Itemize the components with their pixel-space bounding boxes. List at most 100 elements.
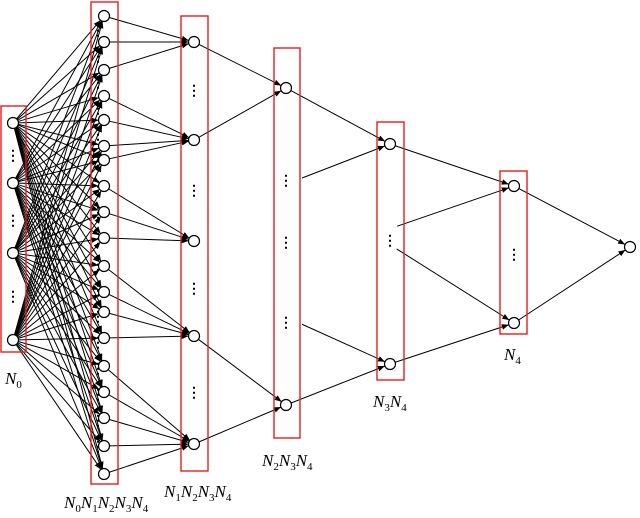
neuron-l2 <box>187 234 201 248</box>
neuron-l1 <box>97 9 111 23</box>
edge-l1-l2 <box>109 139 189 160</box>
edge-l0-l1 <box>16 186 101 263</box>
ellipsis-dots: ⋮ <box>91 49 105 65</box>
neuron-l0 <box>6 333 20 347</box>
edge-l0-l1 <box>16 241 101 337</box>
edge-l0-l1 <box>14 150 103 336</box>
neurons <box>6 9 637 481</box>
edge-l0-l1 <box>14 188 103 469</box>
neuron-l0 <box>6 176 20 190</box>
edge-l0-l1 <box>16 269 101 337</box>
edge-l0-l1 <box>14 21 104 335</box>
edge-l0-l1 <box>16 256 101 363</box>
neuron-l1 <box>97 153 111 167</box>
edge-l2-l3 <box>198 338 282 403</box>
edge-l5-out <box>518 249 626 321</box>
edge-l1-l2 <box>108 268 190 334</box>
ellipsis-dots: ⋮ <box>91 23 105 39</box>
ellipsis-dots: ⋮ <box>91 127 105 143</box>
edge-l0-l1 <box>14 257 103 442</box>
ellipsis-dots: ⋮ <box>383 233 397 249</box>
edge-l0-l1 <box>18 237 99 253</box>
edge-l0-l1 <box>16 99 101 180</box>
neuron-l1 <box>97 259 111 273</box>
edge-l0-l1 <box>15 190 102 336</box>
label-layer4: N3N4 <box>372 392 407 414</box>
edge-l4-l5 <box>396 248 510 321</box>
edge-l1-l2 <box>108 394 190 442</box>
neuron-l1 <box>97 359 111 373</box>
neuron-l1 <box>97 179 111 193</box>
edge-l0-l1 <box>18 335 99 342</box>
edge-l0-l1 <box>17 294 100 338</box>
edge-l4-l5 <box>395 324 509 363</box>
edge-l0-l1 <box>15 164 102 336</box>
edge-l1-l2 <box>109 441 189 448</box>
edge-l1-l2 <box>109 333 189 340</box>
neuron-l3 <box>279 398 293 412</box>
neuron-l1 <box>97 63 111 77</box>
ellipsis-dots: ⋮ <box>91 283 105 299</box>
ellipsis-dots: ⋮ <box>91 335 105 351</box>
edge-l0-l1 <box>15 20 102 179</box>
edge-l0-l1 <box>16 343 101 443</box>
connections <box>13 17 626 473</box>
neuron-l1 <box>97 439 111 453</box>
edge-l0-l1 <box>18 341 99 366</box>
edge-l0-l1 <box>14 187 103 388</box>
edge-l0-l1 <box>18 96 99 122</box>
edge-l0-l1 <box>15 74 102 249</box>
edge-l1-l2 <box>109 213 189 240</box>
edge-l1-l2 <box>107 369 191 441</box>
edge-l0-l1 <box>17 122 100 181</box>
ellipsis-dots: ⋮ <box>91 231 105 247</box>
edge-l1-l2 <box>109 120 189 141</box>
edge-l0-l1 <box>16 149 101 250</box>
ellipsis-dots: ⋮ <box>6 148 20 164</box>
neuron-l3 <box>279 81 293 95</box>
neuron-l1 <box>97 113 111 127</box>
neuron-l2 <box>187 437 201 451</box>
edge-l3-l4 <box>290 90 386 142</box>
ellipsis-dots: ⋮ <box>91 205 105 221</box>
edge-l0-l1 <box>15 344 102 470</box>
edge-l0-l1 <box>14 75 103 335</box>
neuron-l1 <box>97 411 111 425</box>
ellipsis-dots: ⋮ <box>91 257 105 273</box>
edge-l0-l1 <box>15 187 102 334</box>
ellipsis-dots: ⋮ <box>91 75 105 91</box>
edge-l0-l1 <box>15 216 102 336</box>
edge-l0-l1 <box>16 256 101 335</box>
layer-boxes <box>0 1 528 485</box>
edge-l0-l1 <box>17 254 100 291</box>
edge-l1-l2 <box>109 312 189 336</box>
ellipsis-dots: ⋮ <box>91 387 105 403</box>
neuron-l0 <box>6 246 20 260</box>
box-layer3 <box>273 47 301 439</box>
label-layer5: N4 <box>503 345 521 367</box>
box-layer2 <box>180 15 209 472</box>
edge-l1-l2 <box>109 43 189 69</box>
edge-l0-l1 <box>16 343 101 415</box>
edge-l0-l1 <box>18 253 99 268</box>
edge-l3-l4 <box>301 145 386 179</box>
neuron-l1 <box>97 285 111 299</box>
neuron-l4 <box>383 137 397 151</box>
edge-l0-l1 <box>17 188 100 251</box>
edge-l0-l1 <box>15 100 102 249</box>
neuron-l0 <box>6 116 20 130</box>
edge-l0-l1 <box>14 20 103 249</box>
edge-l0-l1 <box>17 147 100 182</box>
neuron-l1 <box>97 467 111 481</box>
edge-l1-l2 <box>109 237 189 244</box>
ellipsis-dots: ⋮ <box>507 247 521 263</box>
edge-l0-l1 <box>17 255 100 310</box>
box-layer0 <box>0 105 27 353</box>
box-layer5 <box>499 170 528 335</box>
neuron-l2 <box>187 329 201 343</box>
edge-l0-l1 <box>18 117 99 124</box>
neuron-l1 <box>97 205 111 219</box>
edge-l0-l1 <box>14 47 104 335</box>
edge-l0-l1 <box>17 185 100 236</box>
